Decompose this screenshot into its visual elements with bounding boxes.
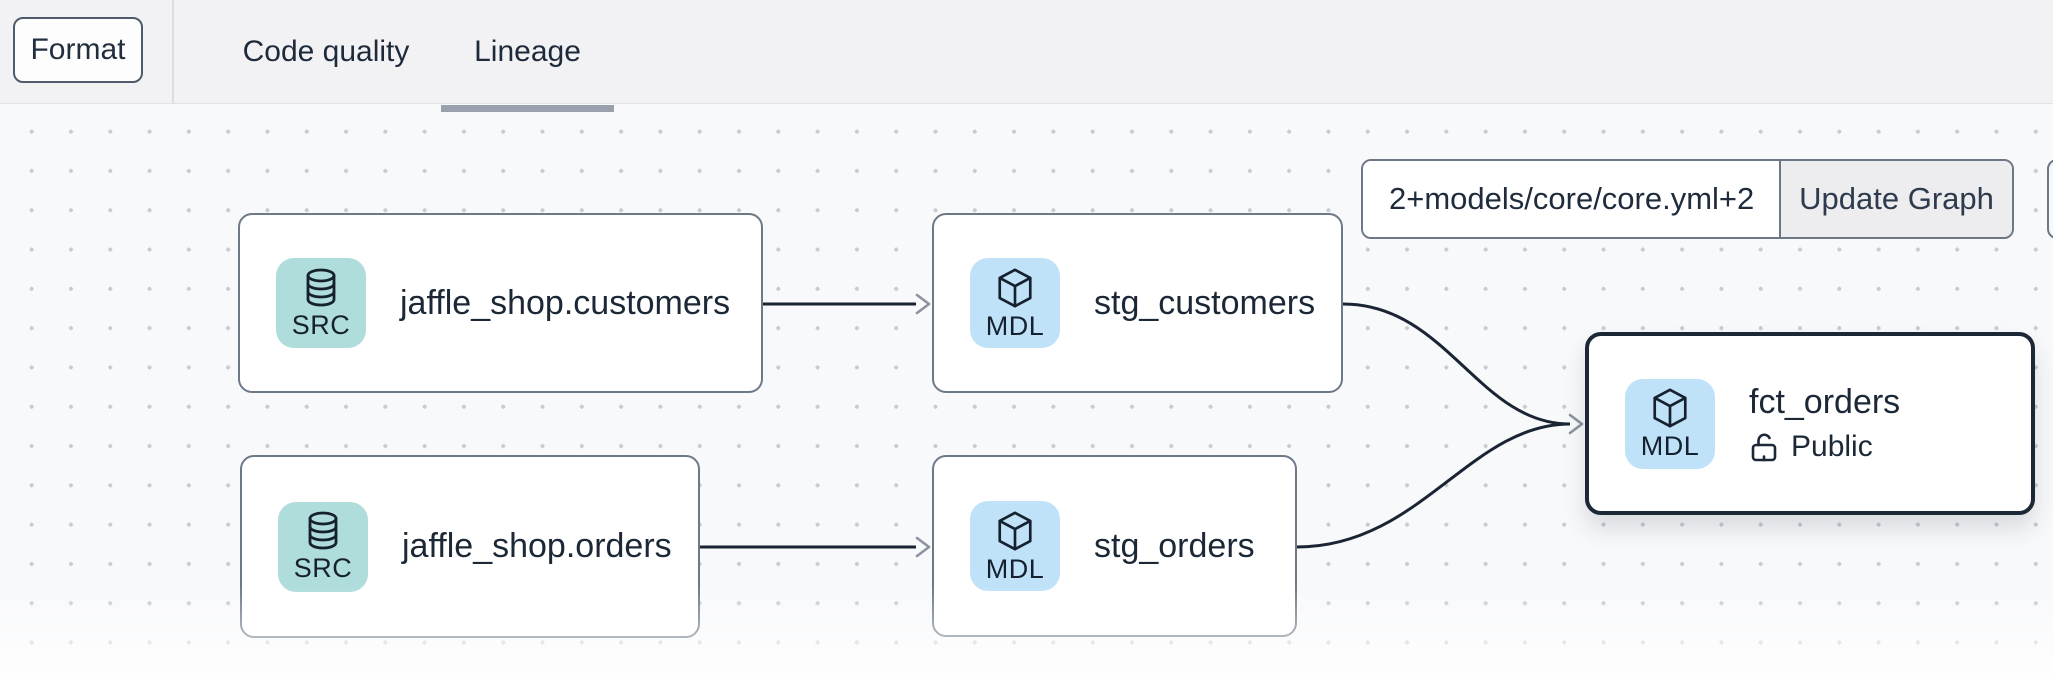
lineage-node-stg-orders[interactable]: MDL stg_orders	[932, 455, 1297, 637]
node-title: jaffle_shop.customers	[400, 283, 731, 322]
database-icon	[308, 511, 338, 550]
format-button[interactable]: Format	[13, 17, 143, 83]
source-badge: SRC	[278, 501, 368, 592]
node-title: stg_customers	[1094, 283, 1316, 322]
active-tab-indicator	[441, 105, 614, 112]
node-title: jaffle_shop.orders	[402, 527, 672, 565]
model-badge: MDL	[970, 258, 1060, 348]
badge-label: SRC	[291, 309, 351, 340]
cube-icon	[1653, 388, 1687, 428]
lineage-node-source-customers[interactable]: SRC jaffle_shop.customers	[238, 213, 763, 393]
tab-code-quality-label: Code quality	[242, 34, 410, 68]
model-badge: MDL	[970, 501, 1060, 591]
database-icon	[306, 268, 336, 306]
tab-lineage[interactable]: Lineage	[441, 0, 614, 103]
access-row: Public	[1749, 430, 1900, 464]
lineage-selector-input[interactable]	[1363, 161, 1779, 237]
cube-icon	[998, 511, 1032, 550]
unlock-icon	[1751, 433, 1777, 462]
cube-icon	[998, 268, 1032, 307]
lineage-node-stg-customers[interactable]: MDL stg_customers	[932, 213, 1343, 393]
badge-label: MDL	[985, 553, 1045, 584]
lineage-node-source-orders[interactable]: SRC jaffle_shop.orders	[240, 455, 700, 638]
graph-selector-group: Update Graph	[1361, 159, 2014, 239]
access-label: Public	[1791, 430, 1873, 463]
tab-code-quality[interactable]: Code quality	[240, 0, 412, 103]
source-badge: SRC	[276, 258, 366, 348]
editor-toolbar: Format Code quality Lineage	[0, 0, 2053, 104]
badge-label: MDL	[985, 310, 1045, 341]
clipped-toolbar-button[interactable]	[2047, 159, 2053, 239]
node-title: stg_orders	[1094, 526, 1255, 565]
lineage-node-fct-orders[interactable]: MDL fct_orders Public	[1585, 332, 2035, 515]
model-badge: MDL	[1625, 378, 1715, 469]
tab-lineage-label: Lineage	[474, 34, 581, 68]
update-graph-button[interactable]: Update Graph	[1779, 161, 2012, 237]
node-title: fct_orders	[1749, 383, 1901, 421]
node-title-block: fct_orders Public	[1749, 383, 1900, 464]
badge-label: SRC	[293, 553, 353, 583]
toolbar-divider	[172, 0, 174, 103]
badge-label: MDL	[1640, 431, 1700, 461]
